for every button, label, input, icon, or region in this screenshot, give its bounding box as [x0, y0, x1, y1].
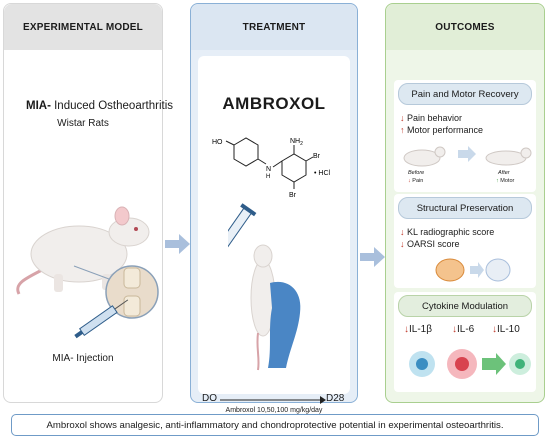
knee-joint-zoom: [105, 265, 159, 319]
motor-performance-item: ↑ Motor performance: [400, 125, 484, 135]
benzene-ring: [281, 153, 307, 183]
after-rat: [485, 150, 527, 166]
down-arrow-icon: ↓: [492, 324, 497, 335]
after-sub: ↑ Motor: [496, 178, 515, 184]
knee-bone-upper: [123, 267, 141, 289]
flow-arrow-2: [360, 247, 385, 267]
knee-bone-lower: [123, 295, 141, 317]
drug-name: AMBROXOL: [222, 94, 326, 113]
before-after-rats: [403, 146, 532, 167]
damaged-knee: [435, 258, 465, 282]
pain-motor-title: Pain and Motor Recovery: [398, 83, 532, 105]
il10-item: ↓IL-10: [492, 324, 520, 335]
modulation-arrow: [482, 353, 506, 375]
structural-title: Structural Preservation: [398, 197, 532, 219]
knee-joints-illustration: [435, 258, 511, 282]
down-arrow-icon: ↓: [400, 113, 408, 123]
repair-arrow: [470, 262, 484, 278]
improvement-arrow: [458, 146, 476, 162]
before-label: Before: [408, 170, 425, 176]
oral-dosing-illustration: [228, 203, 301, 371]
rat-leg: [54, 274, 63, 292]
model-heading-bold: MIA-: [26, 100, 51, 112]
model-heading-rest: Induced Ostheoarthritis: [50, 100, 174, 112]
timeline-start: DO: [202, 393, 217, 404]
treatment-title: TREATMENT: [191, 4, 357, 50]
rat-eye: [134, 227, 138, 231]
down-arrow-icon: ↓: [400, 239, 408, 249]
pain-behavior-item: ↓ Pain behavior: [400, 113, 463, 123]
experimental-model-title: EXPERIMENTAL MODEL: [4, 4, 162, 50]
cyclohexane-ring: [233, 137, 259, 167]
flow-arrow-1: [165, 234, 190, 254]
chem-br-1: Br: [313, 153, 321, 160]
il6-item: ↓IL-6: [452, 324, 475, 335]
treatment-panel: TREATMENT AMBROXOL HO N H NH2 Br Br • HC…: [190, 3, 358, 414]
cytokine-section: Cytokine Modulation ↓IL-1β ↓IL-6 ↓IL-10: [394, 292, 536, 392]
pain-motor-section: Pain and Motor Recovery ↓ Pain behavior …: [394, 80, 536, 192]
held-rat-tail: [256, 332, 260, 371]
down-arrow-icon: ↓: [452, 324, 457, 335]
timeline-arrow: [220, 396, 326, 404]
rat-head: [108, 217, 150, 247]
after-label: After: [498, 170, 510, 176]
timeline-end: D28: [326, 393, 345, 404]
kl-score-item: ↓ KL radiographic score: [400, 227, 495, 237]
rat-illustration: [16, 206, 159, 339]
chem-ho: HO: [212, 139, 223, 146]
rat-tail: [16, 267, 45, 295]
conclusion-footer: Ambroxol shows analgesic, anti-inflammat…: [11, 414, 539, 436]
chem-hcl: • HCl: [314, 170, 331, 177]
syringe-icon: [74, 299, 129, 339]
model-heading: MIA- Induced Ostheoarthritis: [26, 100, 173, 112]
cytokine-title: Cytokine Modulation: [398, 295, 532, 317]
gloved-hand: [268, 281, 301, 368]
chem-h: H: [266, 174, 270, 180]
outcomes-title: OUTCOMES: [386, 4, 544, 50]
treatment-inner: AMBROXOL HO N H NH2 Br Br • HCl: [198, 56, 350, 414]
dose-label: Ambroxol 10,50,100 mg/kg/day: [225, 407, 323, 414]
before-rat: [403, 149, 441, 167]
ambroxol-structure: HO N H NH2 Br Br • HCl: [212, 137, 331, 199]
zoom-line: [73, 265, 110, 280]
oarsi-score-item: ↓ OARSI score: [400, 239, 460, 249]
model-subheading: Wistar Rats: [57, 118, 109, 129]
injection-label: MIA- Injection: [52, 353, 114, 364]
chem-n: N: [266, 166, 271, 173]
structural-section: Structural Preservation ↓ KL radiographi…: [394, 194, 536, 288]
experimental-model-panel: EXPERIMENTAL MODEL MIA- Induced Ostheoar…: [3, 3, 173, 403]
outcomes-panel: OUTCOMES Pain and Motor Recovery ↓ Pain …: [385, 3, 545, 403]
down-arrow-icon: ↓: [400, 227, 408, 237]
il1b-item: ↓IL-1β: [404, 324, 432, 335]
rat-body: [30, 225, 128, 283]
before-sub: ↓ Pain: [408, 178, 424, 184]
up-arrow-icon: ↑: [400, 125, 408, 135]
held-rat-head: [253, 244, 273, 268]
down-arrow-icon: ↓: [404, 324, 409, 335]
chem-br-2: Br: [289, 192, 297, 199]
cytokine-cells-illustration: [409, 349, 531, 379]
healthy-knee: [485, 258, 511, 282]
rat-ear: [114, 206, 130, 226]
dosing-syringe-icon: [228, 203, 257, 249]
chem-nh2: NH2: [290, 138, 303, 147]
